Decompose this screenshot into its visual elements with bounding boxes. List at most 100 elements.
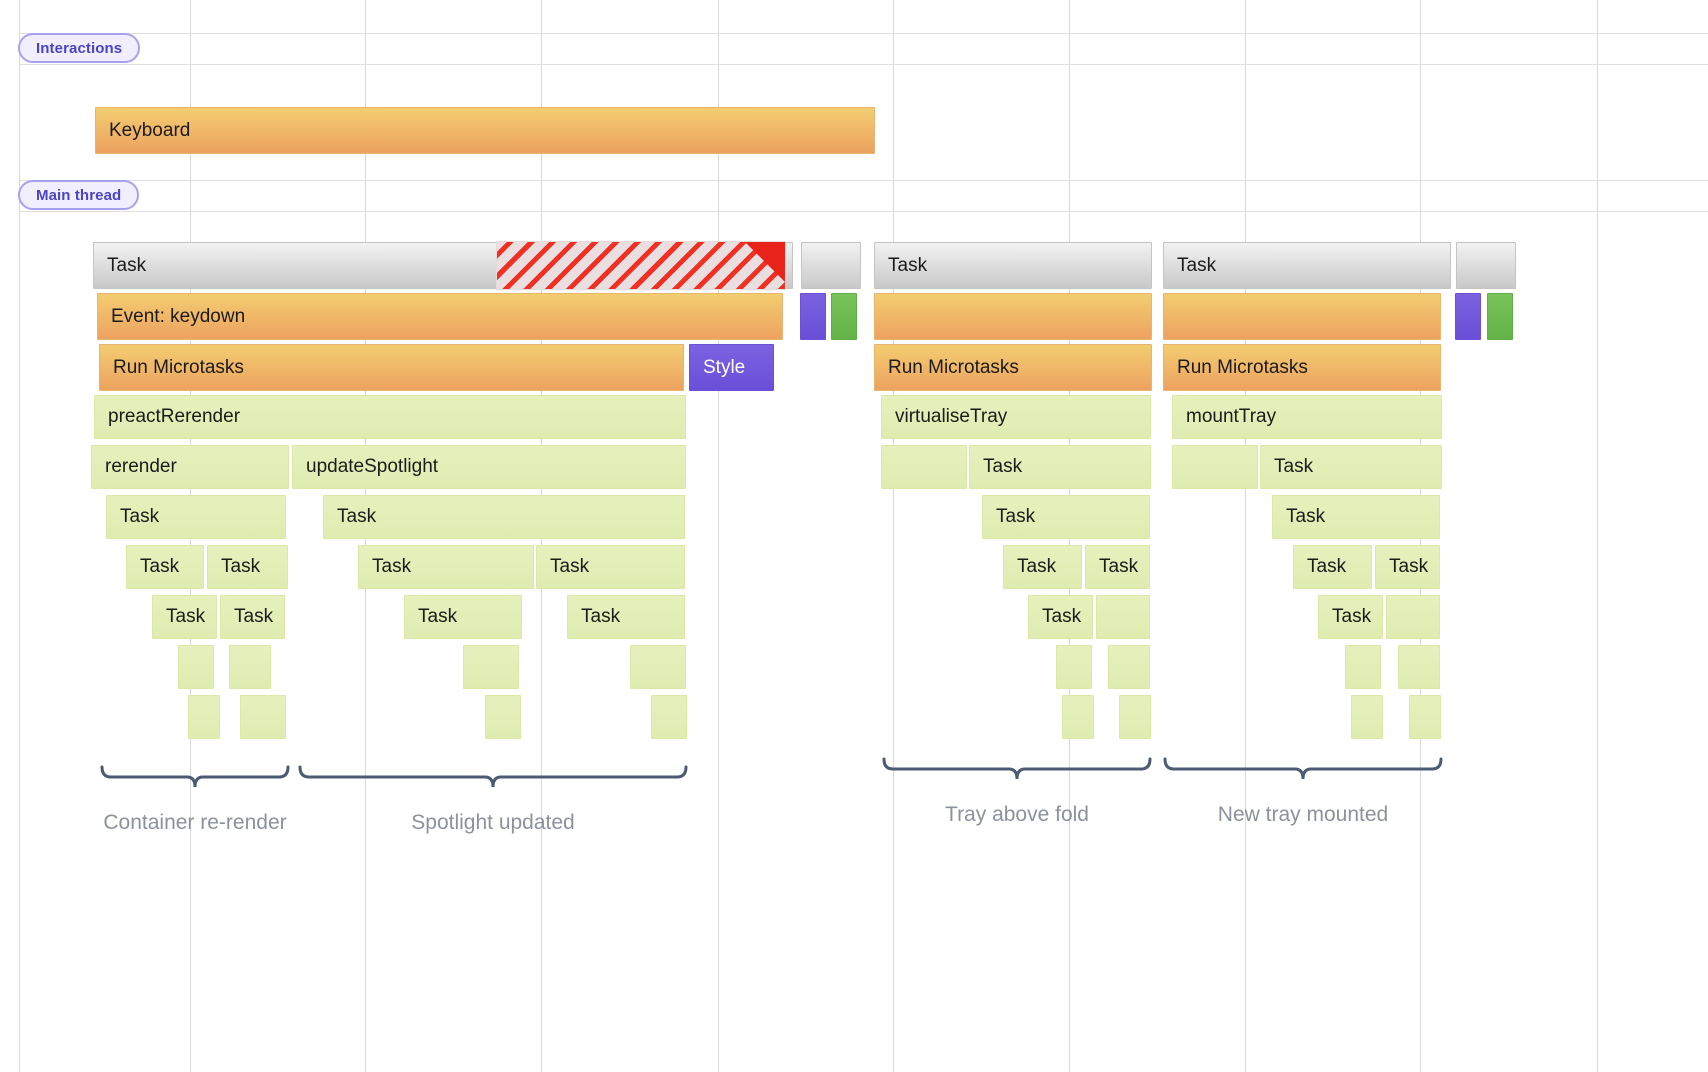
- gridline-vertical: [1597, 0, 1598, 1072]
- flame-block-function[interactable]: Task: [1028, 595, 1093, 639]
- flame-block-function[interactable]: rerender: [91, 445, 289, 489]
- flame-block-function[interactable]: Task: [567, 595, 685, 639]
- block-label: Style: [703, 356, 746, 378]
- block-label: mountTray: [1186, 406, 1277, 427]
- flame-block-paint[interactable]: [1487, 293, 1513, 340]
- block-label: Event: keydown: [111, 305, 246, 327]
- flame-block-function[interactable]: [240, 695, 286, 739]
- flame-block-function[interactable]: Task: [982, 495, 1150, 539]
- flame-block-function[interactable]: [1096, 595, 1150, 639]
- block-label: Task: [1017, 556, 1057, 577]
- flame-block-function[interactable]: Task: [1293, 545, 1372, 589]
- block-label: Task: [107, 254, 147, 276]
- block-label: Task: [234, 606, 274, 627]
- flame-block-function[interactable]: [1409, 695, 1441, 739]
- flame-block-event[interactable]: [1163, 293, 1441, 340]
- block-label: Task: [550, 556, 590, 577]
- flame-block-function[interactable]: Task: [969, 445, 1151, 489]
- flame-block-function[interactable]: Task: [1318, 595, 1383, 639]
- block-label: updateSpotlight: [306, 456, 439, 477]
- block-label: Task: [418, 606, 458, 627]
- annotation-caption-spotlight-updated: Spotlight updated: [411, 811, 575, 834]
- bracket-tray-above-fold: [882, 757, 1152, 785]
- block-label: Task: [166, 606, 206, 627]
- flame-block-function[interactable]: [1398, 645, 1440, 689]
- flame-block-function[interactable]: [1062, 695, 1094, 739]
- flame-block-function[interactable]: [881, 445, 967, 489]
- bracket-new-tray-mounted: [1163, 757, 1443, 785]
- flame-block-function[interactable]: [1108, 645, 1150, 689]
- block-label: Task: [1274, 456, 1314, 477]
- gridline-horizontal: [19, 33, 1708, 34]
- gridline-vertical: [19, 0, 20, 1072]
- flame-block-function[interactable]: Task: [1003, 545, 1082, 589]
- flame-block-function[interactable]: [178, 645, 214, 689]
- flame-block-function[interactable]: Task: [207, 545, 288, 589]
- flame-block-function[interactable]: Task: [106, 495, 286, 539]
- flame-block-style[interactable]: [800, 293, 826, 340]
- annotation-caption-container-re-render: Container re-render: [103, 811, 287, 834]
- flame-block-event[interactable]: Run Microtasks: [874, 344, 1152, 391]
- block-label: Task: [1389, 556, 1429, 577]
- annotation-caption-new-tray-mounted: New tray mounted: [1217, 803, 1389, 826]
- annotation-caption-tray-above-fold: Tray above fold: [945, 803, 1089, 826]
- flame-block-function[interactable]: Task: [220, 595, 285, 639]
- flame-block-event[interactable]: Event: keydown: [97, 293, 783, 340]
- flame-block-function[interactable]: Task: [536, 545, 685, 589]
- gridline-vertical: [893, 0, 894, 1072]
- block-label: Task: [1042, 606, 1082, 627]
- flame-block-function[interactable]: Task: [1085, 545, 1150, 589]
- block-label: Task: [221, 556, 261, 577]
- block-label: Run Microtasks: [888, 356, 1019, 378]
- flame-block-function[interactable]: [1345, 645, 1381, 689]
- flame-block-style[interactable]: [1455, 293, 1481, 340]
- flame-block-function[interactable]: Task: [126, 545, 204, 589]
- track-label-main-thread[interactable]: Main thread: [18, 180, 140, 210]
- flame-block-function[interactable]: [1056, 645, 1092, 689]
- flame-block-function[interactable]: Task: [152, 595, 217, 639]
- flame-block-function[interactable]: mountTray: [1172, 395, 1442, 439]
- gridline-vertical: [1245, 0, 1246, 1072]
- block-label: preactRerender: [108, 406, 241, 427]
- flame-block-function[interactable]: [188, 695, 220, 739]
- flame-block-function[interactable]: Task: [404, 595, 522, 639]
- flame-block-function[interactable]: Task: [1272, 495, 1440, 539]
- flame-block-task[interactable]: [1456, 242, 1516, 289]
- flame-block-function[interactable]: [463, 645, 519, 689]
- gridline-vertical: [718, 0, 719, 1072]
- flame-block-paint[interactable]: [831, 293, 857, 340]
- flame-block-event[interactable]: Run Microtasks: [1163, 344, 1441, 391]
- flame-block-function[interactable]: [651, 695, 687, 739]
- interaction-block-keyboard[interactable]: Keyboard: [95, 107, 875, 154]
- flame-block-function[interactable]: [1119, 695, 1151, 739]
- flame-block-function[interactable]: preactRerender: [94, 395, 686, 439]
- flame-block-function[interactable]: updateSpotlight: [292, 445, 686, 489]
- flame-block-function[interactable]: [229, 645, 271, 689]
- flame-block-function[interactable]: [630, 645, 686, 689]
- flame-block-function[interactable]: virtualiseTray: [881, 395, 1151, 439]
- block-label: Task: [1307, 556, 1347, 577]
- flame-block-function[interactable]: Task: [1375, 545, 1440, 589]
- block-label: Task: [581, 606, 621, 627]
- flame-block-function[interactable]: [485, 695, 521, 739]
- block-label: Keyboard: [109, 119, 191, 141]
- flame-block-function[interactable]: Task: [1260, 445, 1442, 489]
- flame-block-style[interactable]: Style: [689, 344, 774, 391]
- block-label: Task: [337, 506, 377, 527]
- flame-block-function[interactable]: [1351, 695, 1383, 739]
- flame-block-function[interactable]: [1386, 595, 1440, 639]
- flame-block-function[interactable]: Task: [358, 545, 534, 589]
- flame-block-task[interactable]: [801, 242, 861, 289]
- long-task-warning[interactable]: [496, 241, 786, 290]
- gridline-horizontal: [19, 180, 1708, 181]
- flame-block-event[interactable]: Run Microtasks: [99, 344, 684, 391]
- block-label: Task: [1099, 556, 1139, 577]
- flame-block-task[interactable]: Task: [1163, 242, 1451, 289]
- flame-block-task[interactable]: Task: [874, 242, 1152, 289]
- flame-block-function[interactable]: [1172, 445, 1258, 489]
- flame-block-function[interactable]: Task: [323, 495, 685, 539]
- track-label-interactions[interactable]: Interactions: [18, 33, 141, 63]
- flame-block-event[interactable]: [874, 293, 1152, 340]
- gridline-horizontal: [19, 211, 1708, 212]
